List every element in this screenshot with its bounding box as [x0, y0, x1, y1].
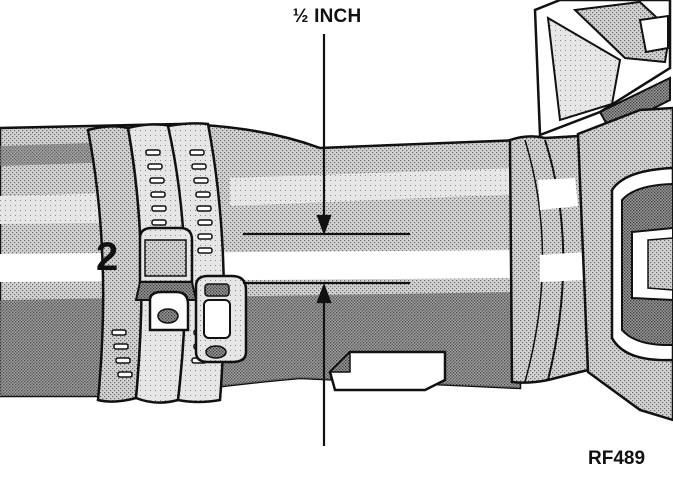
outlet-housing [576, 106, 673, 422]
dimension-label: ½ INCH [292, 6, 362, 27]
radiator-hose [0, 122, 522, 398]
outlet-collar [508, 134, 590, 384]
clamp-screw-housing [134, 226, 198, 332]
callout-number: 2 [96, 235, 119, 279]
dimension-lines [243, 34, 410, 446]
figure-id: RF489 [588, 448, 646, 469]
clamp-screw-housing-2 [194, 274, 248, 364]
